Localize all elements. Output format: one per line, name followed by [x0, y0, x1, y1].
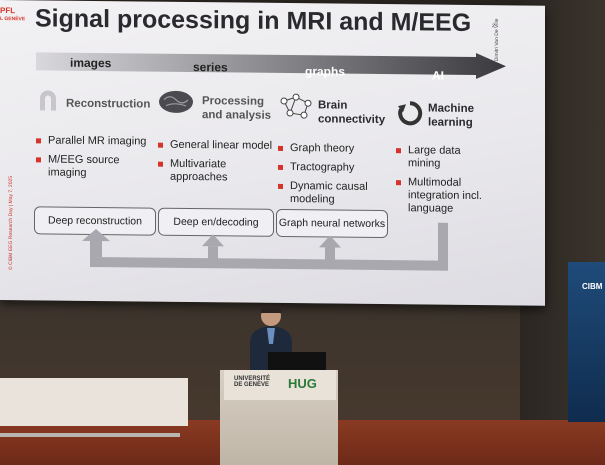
feedback-arrow — [82, 222, 448, 271]
hug-logo: HUG — [288, 376, 317, 391]
railing — [0, 433, 180, 437]
slide-footer-text: © CIBM EEG Research Day | May 7, 2025 — [8, 175, 14, 271]
bullet-item: Tractography — [278, 161, 390, 175]
magnet-icon — [40, 90, 56, 111]
projection-screen: PFL L GENÈVE Signal processing in MRI an… — [0, 0, 545, 306]
column-heading-connectivity: Brain connectivity — [318, 98, 388, 127]
column-heading-reconstruction: Reconstruction — [66, 97, 151, 111]
roll-up-banner: CIBM — [568, 262, 605, 422]
column-heading-machine-learning: Machine learning — [428, 101, 488, 130]
cycle-icon — [398, 101, 423, 126]
logo-text: PFL — [0, 6, 16, 16]
bullets-reconstruction: Parallel MR imaging M/EEG source imaging — [36, 134, 156, 186]
laptop-screen — [268, 352, 326, 372]
bullets-connectivity: Graph theory Tractography Dynamic causal… — [278, 142, 390, 213]
banner-text: CIBM — [582, 282, 603, 291]
front-table — [0, 378, 188, 426]
stage-graphs: graphs — [305, 64, 346, 79]
column-heading-text: Processing and analysis — [202, 95, 272, 122]
speaker-person — [250, 305, 292, 374]
logo-subtext: L GENÈVE — [0, 16, 26, 23]
bullet-item: M/EEG source imaging — [36, 153, 156, 180]
bullets-processing: General linear model Multivariate approa… — [158, 139, 274, 191]
column-heading-text: Machine learning — [428, 102, 475, 129]
epfl-logo: PFL L GENÈVE — [0, 6, 25, 24]
pipeline-arrow — [36, 52, 506, 79]
column-heading-text: Brain connectivity — [318, 99, 386, 127]
brain-icon — [159, 90, 193, 113]
network-icon — [280, 93, 312, 119]
bullet-item: Multimodal integration incl. language — [396, 176, 486, 216]
bullet-item: Dynamic causal modeling — [278, 180, 390, 207]
bullets-machine-learning: Large data mining Multimodal integration… — [396, 144, 486, 222]
bullet-item: Parallel MR imaging — [36, 134, 156, 148]
bullet-item: General linear model — [158, 139, 274, 153]
stage-series: series — [193, 60, 228, 75]
lectern-panel: UNIVERSITÉ DE GENÈVE HUG — [224, 370, 336, 400]
stage-ai: AI — [432, 68, 444, 83]
unige-logo: UNIVERSITÉ DE GENÈVE — [234, 376, 271, 388]
bullet-item: Large data mining — [396, 144, 486, 171]
bullet-item: Graph theory — [278, 142, 390, 156]
stage-images: images — [70, 55, 112, 71]
slide-title: Signal processing in MRI and M/EEG — [35, 4, 472, 37]
column-heading-processing: Processing and analysis — [202, 94, 272, 123]
bullet-item: Multivariate approaches — [158, 158, 274, 185]
